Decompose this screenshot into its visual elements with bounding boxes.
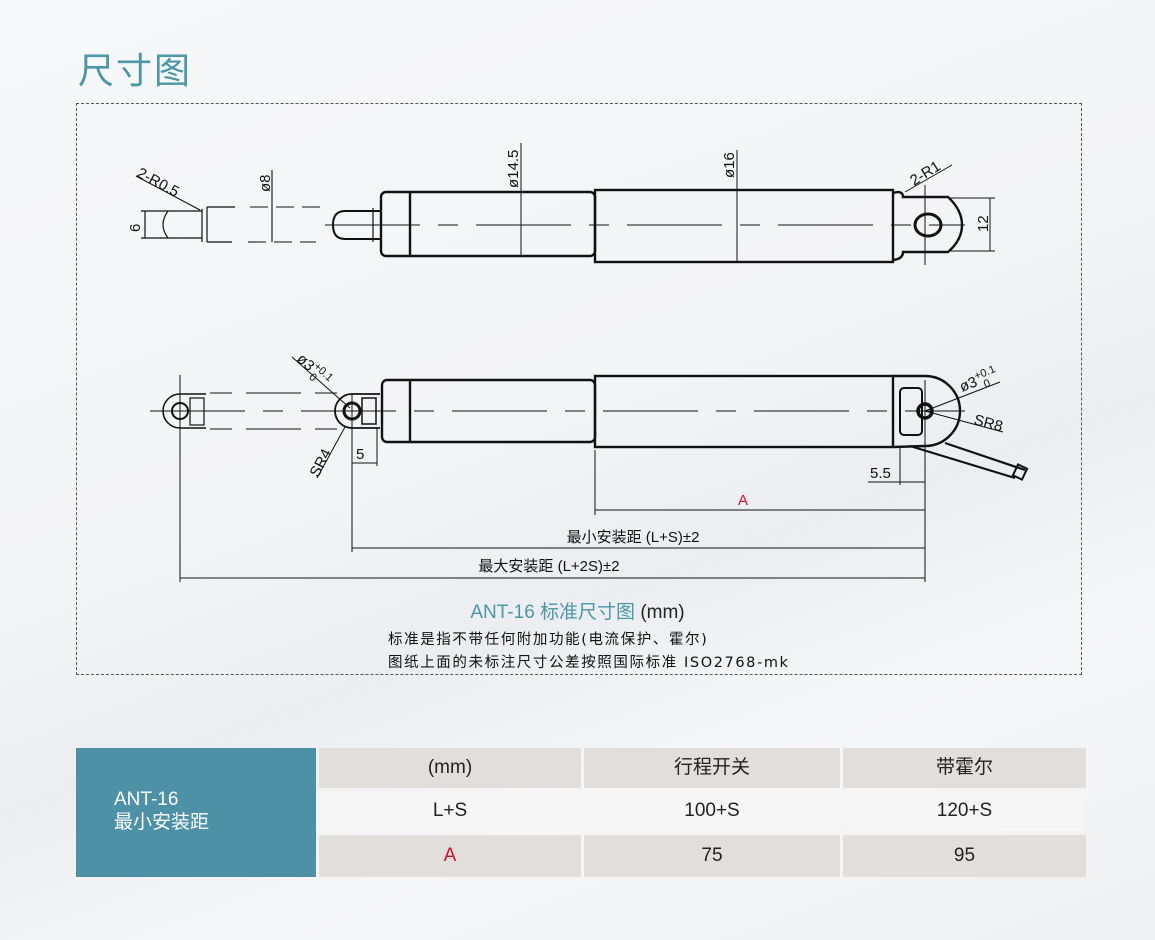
table-row-header: ANT-16 最小安装距: [76, 748, 316, 877]
table-cell: A: [319, 835, 581, 877]
top-view: 2-R0.5 6 ø8 ø14.5 ø16 2-R1 12: [127, 143, 995, 265]
rod-end-radius-label: SR4: [307, 446, 336, 480]
rod-diameter-dim: [248, 170, 320, 243]
outer-tube: [593, 188, 895, 264]
column-header: 带霍尔: [843, 748, 1086, 788]
rear-end-radius-label: SR8: [972, 411, 1005, 435]
rod-offset-label: 5: [356, 446, 364, 463]
column-header: 行程开关: [584, 748, 840, 788]
table-cell: 75: [584, 835, 840, 877]
detail-radius-label: 2-R0.5: [134, 165, 182, 201]
drawing-frame: [76, 103, 1082, 675]
caption-title: ANT-16 标准尺寸图: [470, 602, 636, 623]
rear-hole-tol-lower: 0: [982, 377, 992, 390]
rear-offset-label: 5.5: [870, 465, 891, 482]
note-standard: 标准是指不带任何附加功能(电流保护、霍尔): [388, 632, 709, 648]
min-install-header: 最小安装距: [114, 812, 210, 833]
table-cell: 95: [843, 835, 1086, 877]
dimension-a-label: A: [738, 492, 748, 509]
rod-diameter-label: ø8: [257, 174, 274, 192]
end-radius-label: 2-R1: [907, 158, 944, 190]
inner-tube-diameter-label: ø14.5: [505, 150, 522, 188]
min-install-label: 最小安装距 (L+S)±2: [567, 529, 700, 546]
detail-width-label: 6: [127, 224, 144, 232]
column-header: (mm): [319, 748, 581, 788]
note-tolerance: 图纸上面的未标注尺寸公差按照国际标准 ISO2768-mk: [388, 655, 790, 671]
tab-height-label: 12: [975, 215, 992, 232]
drawing-caption: ANT-16 标准尺寸图 (mm): [0, 597, 1155, 624]
rear-hole-label: ø3: [957, 373, 980, 395]
table-cell: L+S: [319, 791, 581, 831]
table-cell: 120+S: [843, 791, 1086, 831]
caption-unit: (mm): [640, 602, 685, 623]
svg-text:ø3+0.10: ø3+0.10: [956, 363, 1001, 399]
side-view: ø3+0.10 SR4 ø3+0.10 SR8 5 5.5 A 最小安装距 (L…: [150, 349, 1029, 582]
max-install-label: 最大安装距 (L+2S)±2: [478, 558, 619, 575]
model-label: ANT-16: [114, 789, 179, 810]
rod-hole-tol-lower: 0: [306, 371, 319, 384]
page-title: 尺寸图: [78, 50, 193, 91]
install-distance-table: ANT-16 最小安装距 (mm) 行程开关 带霍尔 L+S 100+S 120…: [76, 748, 1086, 877]
table-cell: 100+S: [584, 791, 840, 831]
outer-tube-diameter-label: ø16: [721, 152, 738, 178]
rod-tip-detail: [135, 175, 235, 243]
inner-tube: [379, 190, 597, 258]
svg-text:ø3+0.10: ø3+0.10: [291, 349, 336, 392]
